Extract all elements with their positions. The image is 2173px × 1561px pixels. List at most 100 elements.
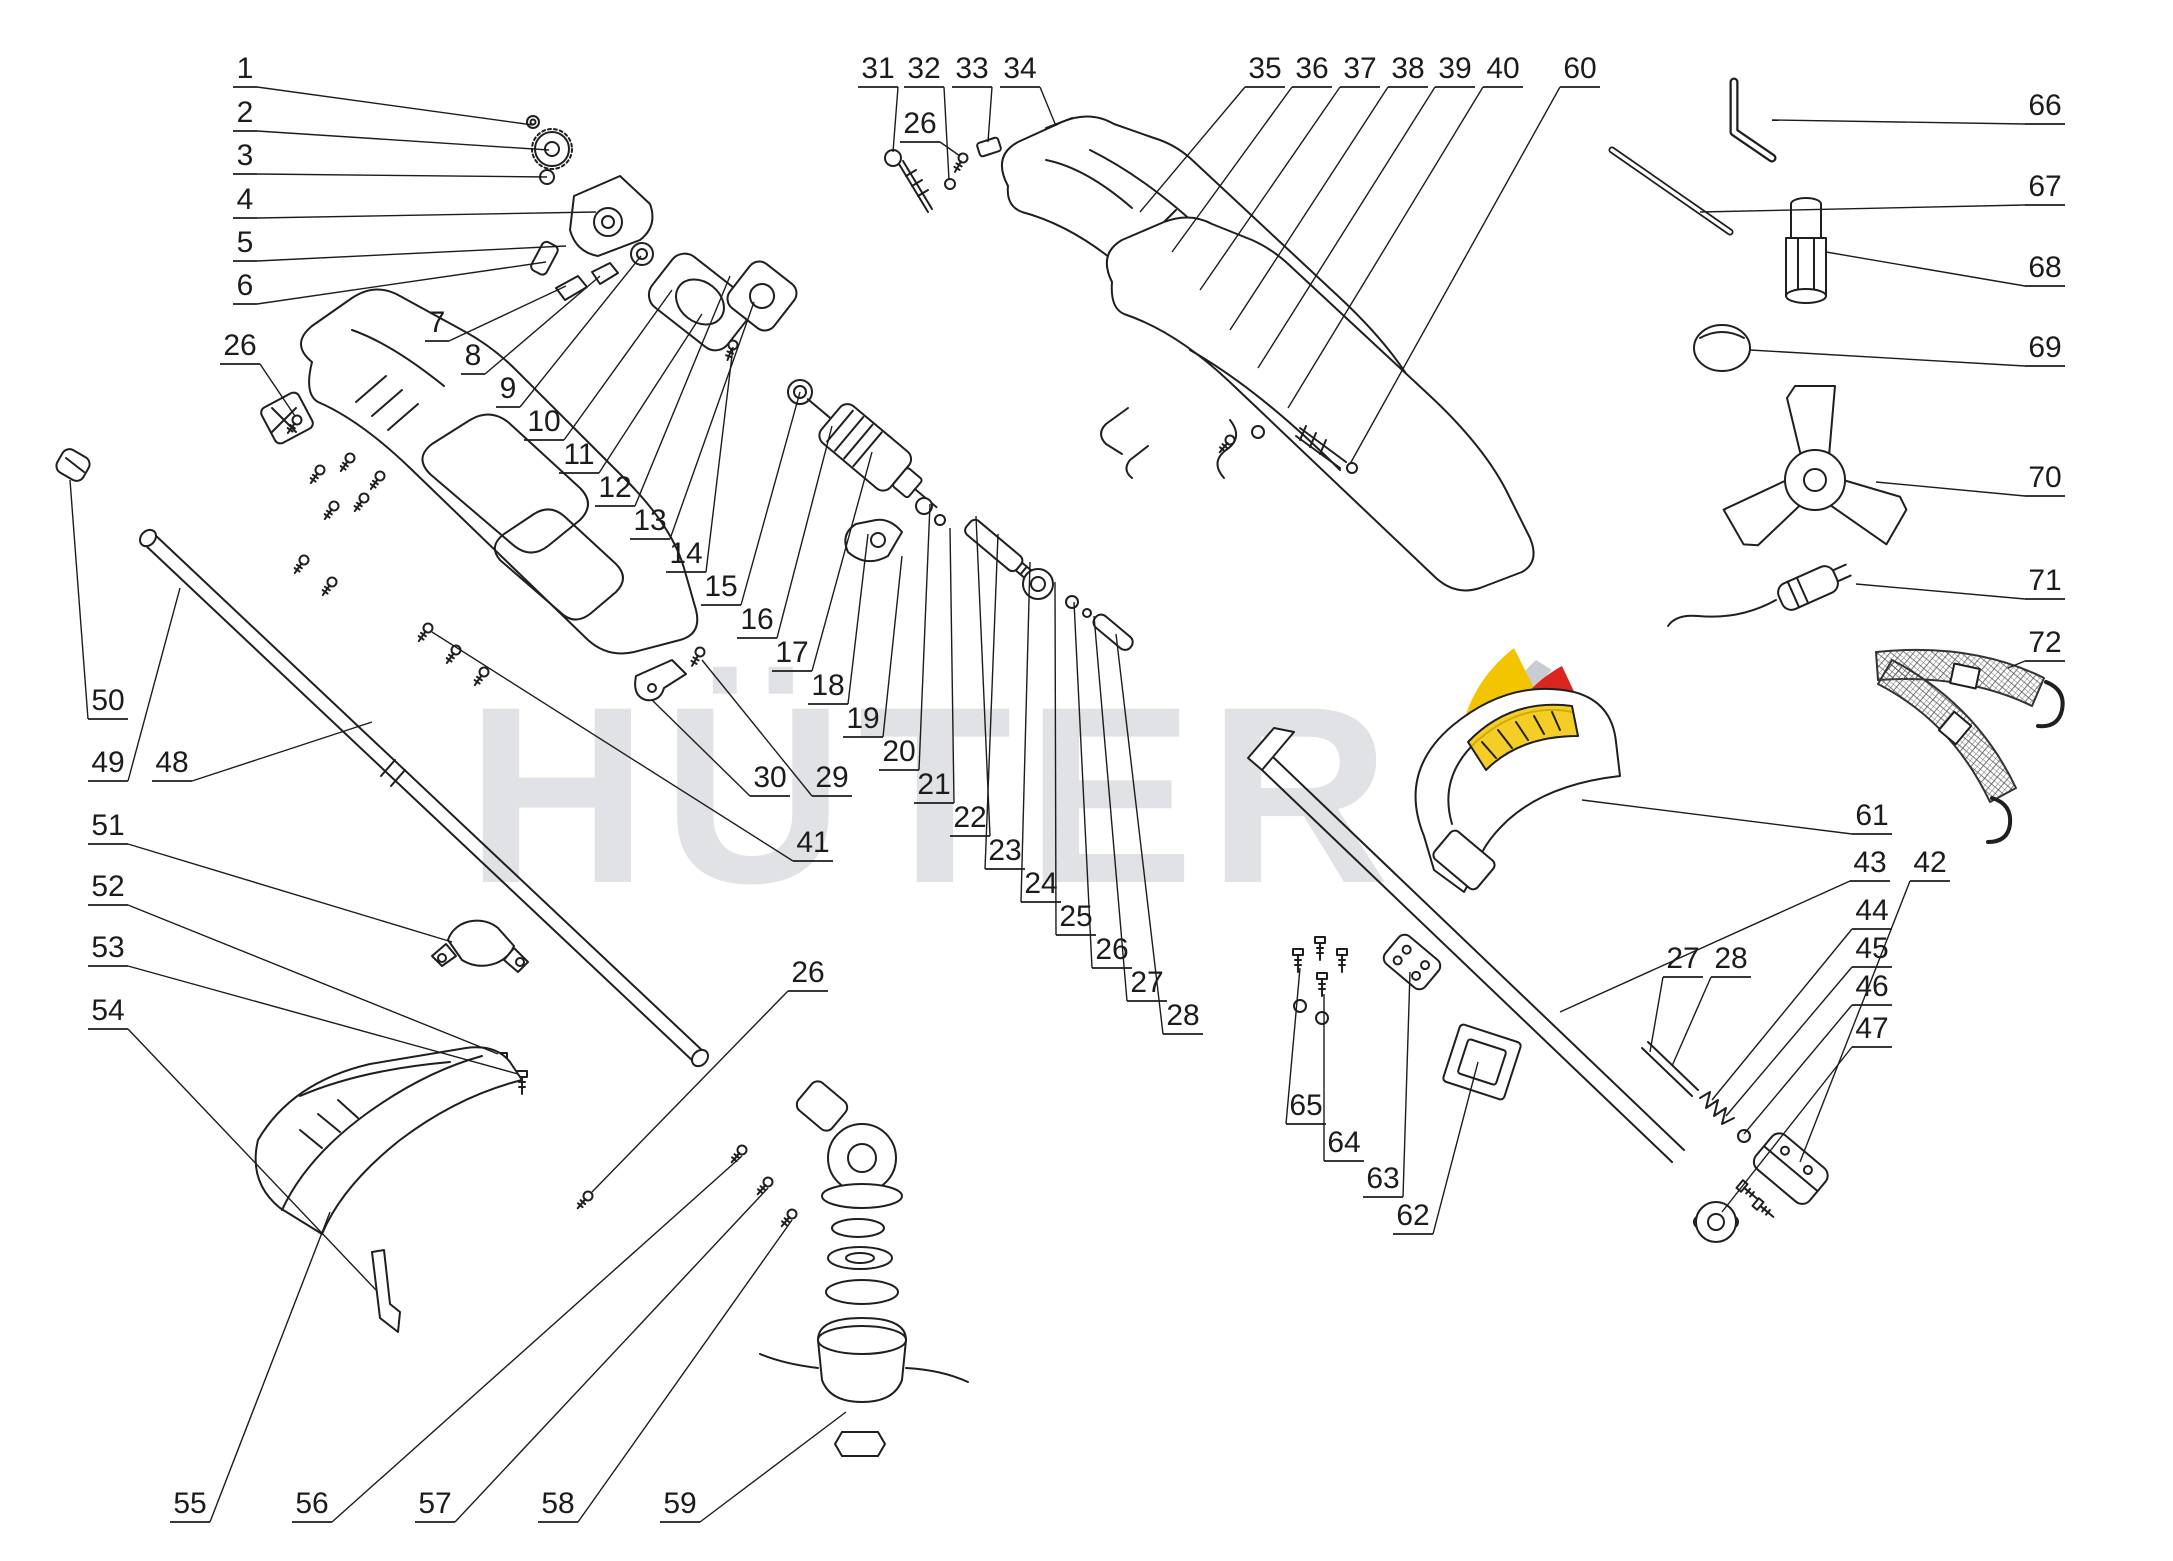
part-label-25: 25	[1054, 581, 1096, 936]
handle-boom-art	[1247, 687, 1829, 1243]
svg-text:46: 46	[1855, 970, 1888, 1003]
part-label-34: 34	[1000, 52, 1057, 127]
svg-text:66: 66	[2028, 89, 2061, 122]
svg-text:12: 12	[598, 471, 631, 504]
svg-text:64: 64	[1327, 1126, 1360, 1159]
part-label-58: 58	[538, 1219, 793, 1523]
svg-text:59: 59	[663, 1487, 696, 1520]
svg-text:28: 28	[1166, 999, 1199, 1032]
svg-text:69: 69	[2028, 331, 2061, 364]
svg-text:34: 34	[1003, 52, 1036, 85]
svg-text:55: 55	[173, 1487, 206, 1520]
svg-text:4: 4	[237, 183, 254, 216]
svg-text:16: 16	[740, 603, 773, 636]
part-label-12: 12	[595, 275, 731, 507]
svg-text:11: 11	[563, 438, 594, 471]
part-label-4: 4	[233, 183, 597, 219]
part-label-26: 26	[220, 329, 296, 417]
svg-text:27: 27	[1666, 942, 1699, 975]
part-label-45: 45	[1725, 932, 1892, 1117]
part-label-41: 41	[431, 631, 833, 862]
svg-text:62: 62	[1396, 1199, 1429, 1232]
motor-housing-halves-art	[884, 115, 1535, 592]
bevel-gear-assembly-art	[526, 115, 654, 301]
svg-text:29: 29	[815, 761, 848, 794]
trimmer-head-art	[727, 1080, 969, 1457]
svg-text:57: 57	[418, 1487, 451, 1520]
svg-text:47: 47	[1855, 1012, 1888, 1045]
svg-text:68: 68	[2028, 251, 2061, 284]
part-label-9: 9	[496, 255, 642, 408]
part-label-68: 68	[1825, 251, 2065, 287]
part-label-28: 28	[1671, 942, 1751, 1067]
svg-text:36: 36	[1295, 52, 1328, 85]
part-label-38: 38	[1229, 52, 1428, 331]
svg-text:49: 49	[91, 746, 124, 779]
svg-text:58: 58	[541, 1487, 574, 1520]
svg-text:63: 63	[1366, 1162, 1399, 1195]
svg-text:65: 65	[1289, 1089, 1322, 1122]
part-label-57: 57	[415, 1187, 769, 1523]
labels-layer: 1234567891011121314151617181920212223242…	[69, 52, 2065, 1523]
part-label-48: 48	[152, 721, 373, 782]
part-label-39: 39	[1257, 52, 1475, 369]
part-label-37: 37	[1199, 52, 1380, 291]
svg-text:37: 37	[1343, 52, 1376, 85]
svg-text:43: 43	[1853, 846, 1886, 879]
svg-text:61: 61	[1855, 799, 1888, 832]
part-label-16: 16	[737, 425, 833, 639]
part-label-2: 2	[233, 96, 550, 151]
guard-art	[254, 1046, 523, 1333]
part-label-43: 43	[1559, 846, 1890, 1013]
part-label-56: 56	[292, 1155, 743, 1523]
watermark-text: HÜTER	[466, 655, 1404, 936]
svg-text:2: 2	[237, 96, 254, 129]
part-label-36: 36	[1171, 52, 1332, 253]
part-label-19: 19	[843, 555, 903, 738]
svg-text:20: 20	[882, 735, 915, 768]
svg-text:26: 26	[903, 107, 936, 140]
part-label-72: 72	[2007, 626, 2065, 669]
svg-text:44: 44	[1855, 894, 1888, 927]
part-label-7: 7	[425, 285, 567, 342]
part-label-53: 53	[88, 931, 519, 1075]
part-label-55: 55	[170, 1211, 331, 1523]
svg-text:14: 14	[669, 537, 702, 570]
svg-text:22: 22	[953, 801, 986, 834]
part-label-54: 54	[88, 994, 377, 1291]
svg-text:17: 17	[775, 636, 808, 669]
tools-art	[1608, 77, 2065, 844]
part-label-52: 52	[88, 870, 499, 1055]
svg-text:7: 7	[429, 306, 446, 339]
svg-text:19: 19	[846, 702, 879, 735]
part-label-44: 44	[1711, 894, 1892, 1101]
svg-text:33: 33	[955, 52, 988, 85]
svg-text:24: 24	[1024, 867, 1057, 900]
part-label-32: 32	[904, 52, 950, 181]
part-label-3: 3	[233, 139, 548, 178]
part-label-26: 26	[900, 107, 961, 157]
power-head-body-art	[260, 288, 708, 702]
part-label-26: 26	[591, 956, 828, 1193]
svg-text:42: 42	[1913, 846, 1946, 879]
svg-text:48: 48	[155, 746, 188, 779]
part-label-59: 59	[660, 1411, 847, 1523]
svg-text:45: 45	[1855, 932, 1888, 965]
part-label-67: 67	[1699, 170, 2065, 213]
part-label-50: 50	[69, 479, 128, 720]
svg-text:23: 23	[988, 834, 1021, 867]
part-label-42: 42	[1799, 846, 1950, 1163]
part-label-23: 23	[984, 533, 1025, 870]
part-label-33: 33	[952, 52, 993, 143]
part-label-65: 65	[1285, 967, 1326, 1125]
part-label-27: 27	[1649, 942, 1703, 1053]
part-label-49: 49	[88, 587, 181, 782]
svg-text:50: 50	[91, 684, 124, 717]
part-label-69: 69	[1749, 331, 2065, 367]
boom-tube-art	[55, 448, 709, 1213]
svg-text:35: 35	[1248, 52, 1281, 85]
svg-text:9: 9	[500, 372, 517, 405]
svg-text:32: 32	[907, 52, 940, 85]
